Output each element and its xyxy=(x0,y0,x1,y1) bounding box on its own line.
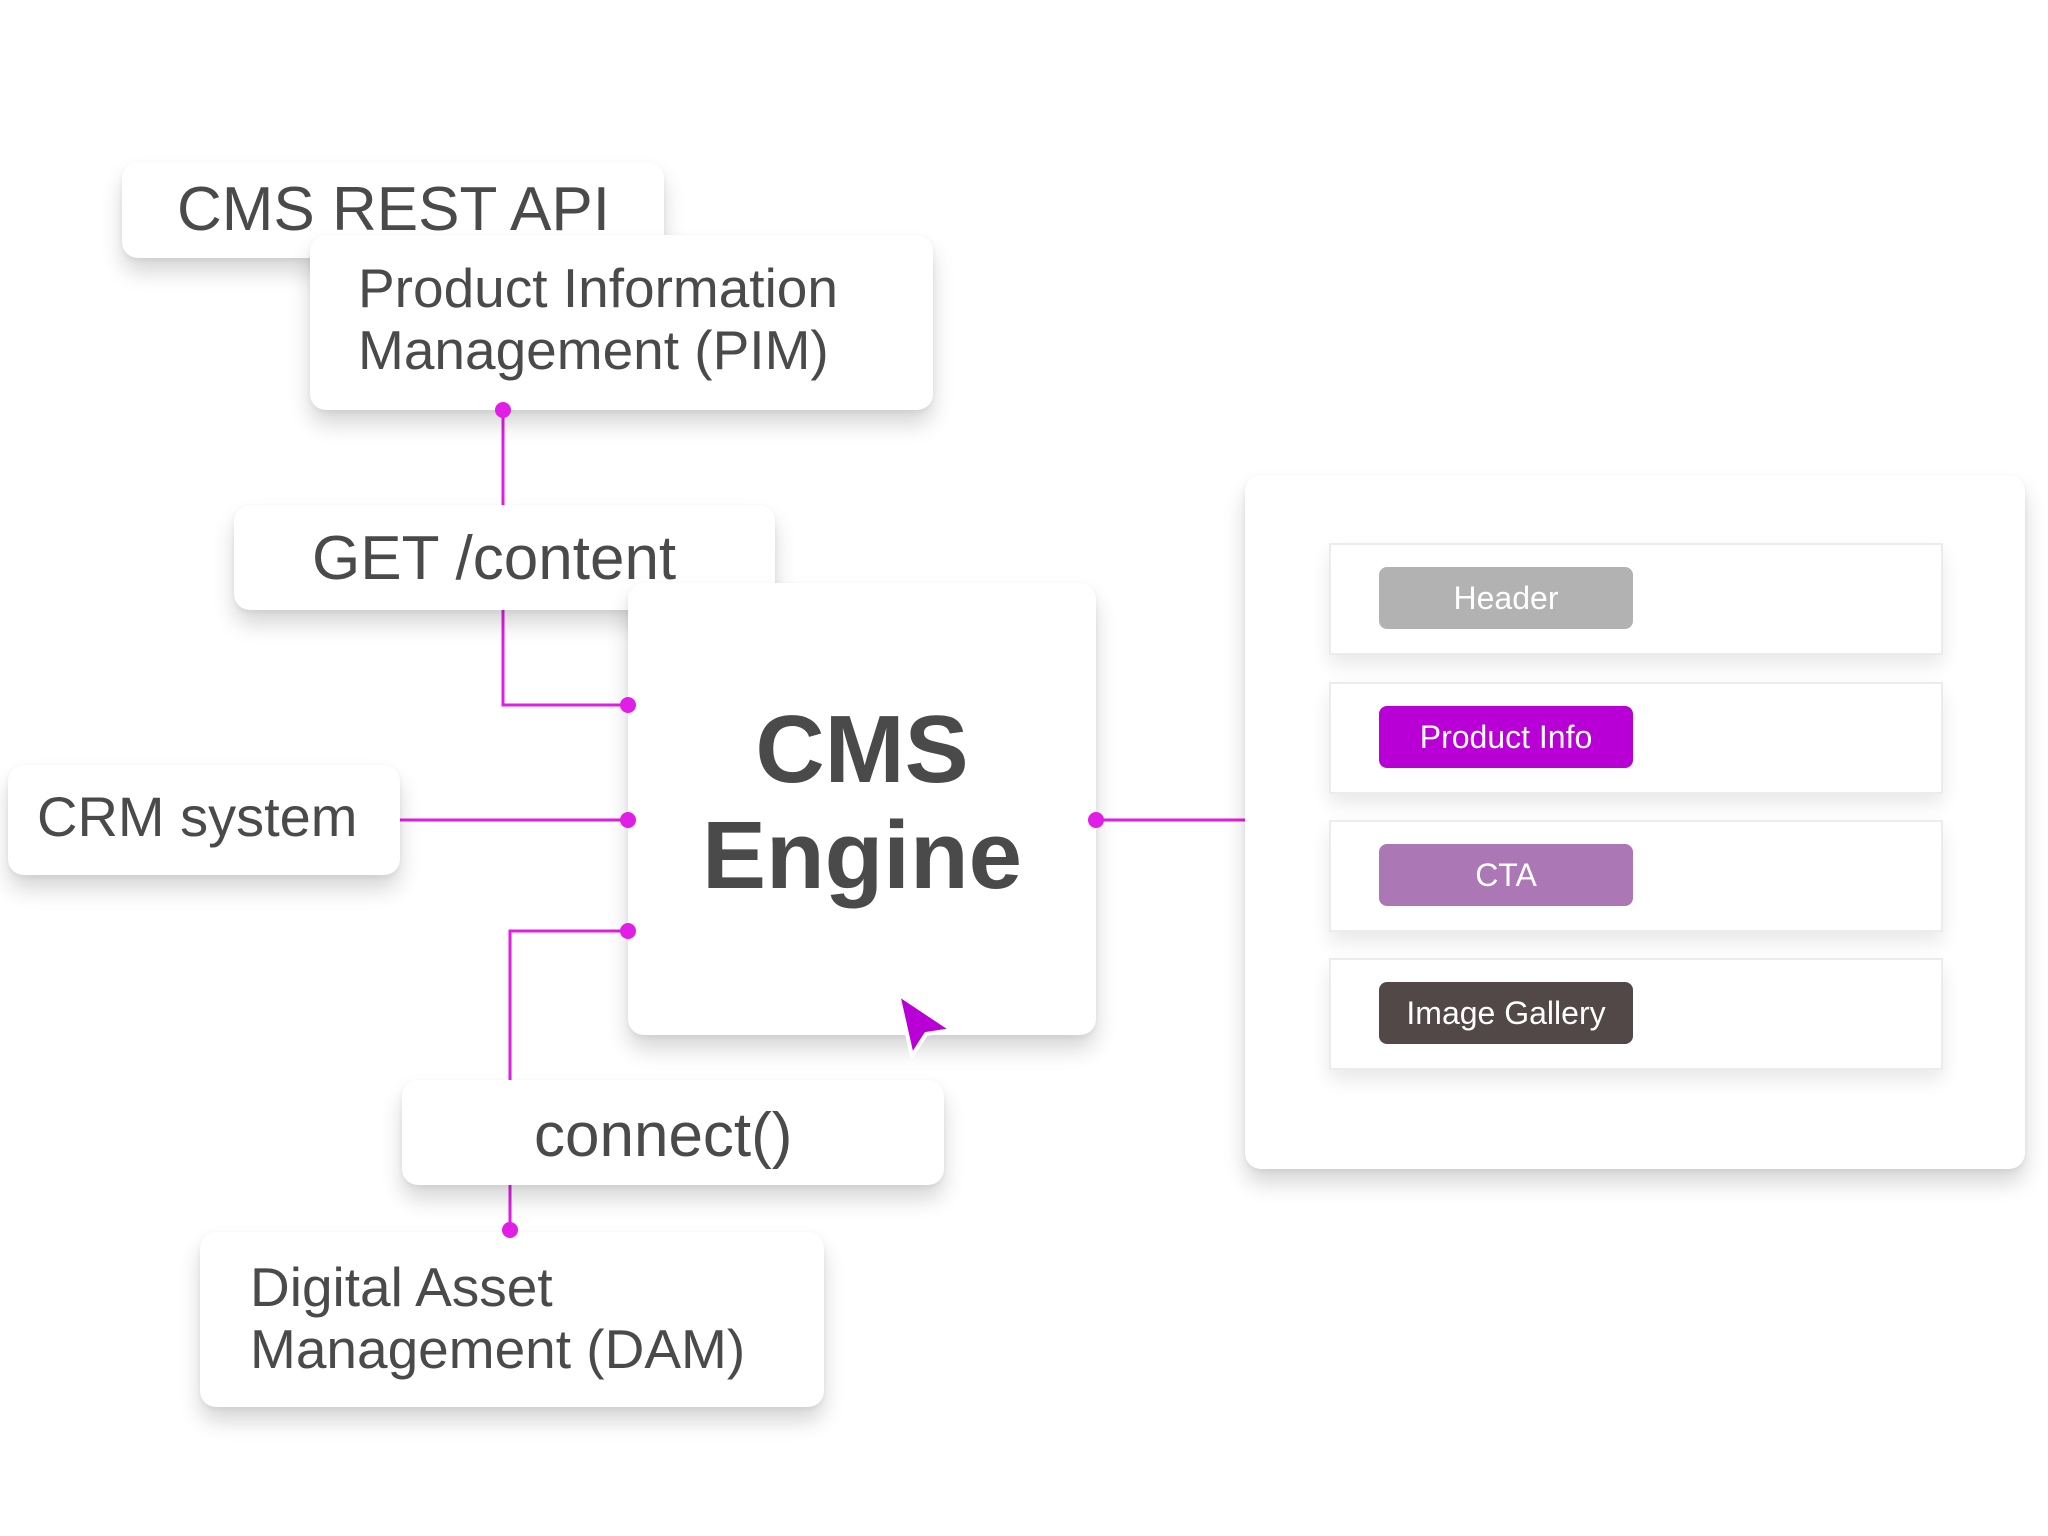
page-block-product-info: Product Info xyxy=(1329,682,1943,794)
connect-card: connect() xyxy=(402,1080,944,1185)
pim-label-line2: Management (PIM) xyxy=(358,319,829,381)
crm-label: CRM system xyxy=(37,785,358,848)
dam-label-line1: Digital Asset xyxy=(250,1256,553,1318)
cursor-arrow-icon xyxy=(896,992,954,1058)
rest-api-label: CMS REST API xyxy=(177,175,610,244)
dam-label-line2: Management (DAM) xyxy=(250,1318,746,1380)
get-content-label: GET /content xyxy=(312,524,677,593)
image-gallery-chip: Image Gallery xyxy=(1379,982,1633,1044)
get-to-engine-line xyxy=(501,610,628,707)
header-chip: Header xyxy=(1379,567,1633,629)
cms-engine-label-line1: CMS xyxy=(755,696,969,803)
crm-card: CRM system xyxy=(8,765,400,875)
cms-engine-card: CMS Engine xyxy=(628,583,1096,1035)
page-block-header: Header xyxy=(1329,543,1943,655)
page-block-cta: CTA xyxy=(1329,820,1943,932)
connect-label: connect() xyxy=(534,1101,793,1170)
page-preview-panel: Header Product Info CTA Image Gallery xyxy=(1245,475,2025,1169)
dam-card: Digital Asset Management (DAM) xyxy=(200,1232,824,1407)
page-block-image-gallery: Image Gallery xyxy=(1329,958,1943,1070)
pim-label-line1: Product Information xyxy=(358,257,838,319)
engine-to-connect-line xyxy=(508,929,628,1080)
product-info-chip: Product Info xyxy=(1379,706,1633,768)
cta-chip: CTA xyxy=(1379,844,1633,906)
pim-card: Product Information Management (PIM) xyxy=(310,235,933,410)
cms-engine-label-line2: Engine xyxy=(701,802,1022,909)
